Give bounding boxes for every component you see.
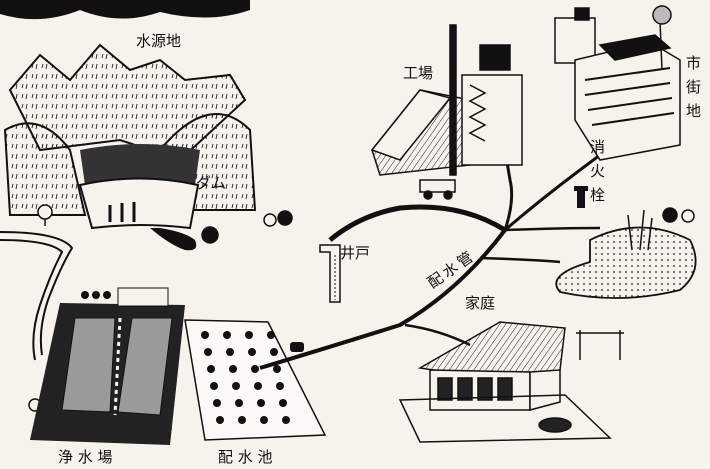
- label-water-source: 水源地: [136, 32, 181, 50]
- reservoir-marker: [201, 331, 209, 339]
- distribution-reservoir: [184, 319, 327, 441]
- reservoir-marker: [257, 399, 265, 407]
- reservoir-marker: [270, 348, 278, 356]
- label-well: 井戸: [340, 244, 370, 262]
- reservoir-marker: [238, 416, 246, 424]
- dam-wall: [78, 177, 200, 230]
- reservoir-marker: [251, 365, 259, 373]
- reservoir-marker: [229, 365, 237, 373]
- title-fragment: [0, 0, 250, 20]
- label-hydrant-2: 火: [590, 162, 605, 180]
- reservoir-marker: [207, 365, 215, 373]
- reservoir-marker: [204, 348, 212, 356]
- reservoir-marker: [267, 331, 275, 339]
- water-mains: [259, 138, 621, 370]
- label-city-2: 街: [686, 78, 701, 96]
- reservoir-marker: [254, 382, 262, 390]
- reservoir-marker: [245, 331, 253, 339]
- label-city-3: 地: [686, 102, 701, 120]
- hydrant: [574, 186, 588, 208]
- reservoir-marker: [282, 416, 290, 424]
- reservoir-marker: [216, 416, 224, 424]
- mountains: [3, 43, 257, 216]
- reservoir-marker: [260, 416, 268, 424]
- stream: [150, 228, 197, 251]
- label-hydrant-3: 栓: [590, 186, 605, 204]
- purification-plant: [30, 287, 185, 445]
- reeds: [627, 209, 653, 251]
- reservoir-marker: [223, 331, 231, 339]
- reservoir-marker: [232, 382, 240, 390]
- dam-gates: [108, 202, 136, 222]
- reservoir-marker: [248, 348, 256, 356]
- well: [319, 244, 341, 303]
- factory: [370, 24, 523, 200]
- city-buildings: [554, 5, 681, 161]
- car: [290, 342, 304, 352]
- reservoir-marker: [210, 382, 218, 390]
- reservoir-marker: [276, 382, 284, 390]
- reservoir-marker: [213, 399, 221, 407]
- label-factory: 工場: [403, 64, 433, 82]
- pond: [555, 226, 697, 299]
- reservoir-marker: [235, 399, 243, 407]
- reservoir-marker: [279, 399, 287, 407]
- label-distribution-reservoir: 配 水 池: [218, 448, 273, 466]
- label-purification-plant: 浄 水 場: [58, 448, 113, 466]
- label-city-1: 市: [686, 54, 701, 72]
- label-hydrant-1: 消: [590, 138, 605, 156]
- label-house: 家庭: [465, 294, 495, 312]
- dam-lake: [80, 144, 200, 185]
- label-dam: ダム: [196, 174, 226, 192]
- house: [398, 321, 624, 443]
- reservoir-marker: [226, 348, 234, 356]
- raw-water-channel: [0, 231, 74, 356]
- reservoir-marker: [273, 365, 281, 373]
